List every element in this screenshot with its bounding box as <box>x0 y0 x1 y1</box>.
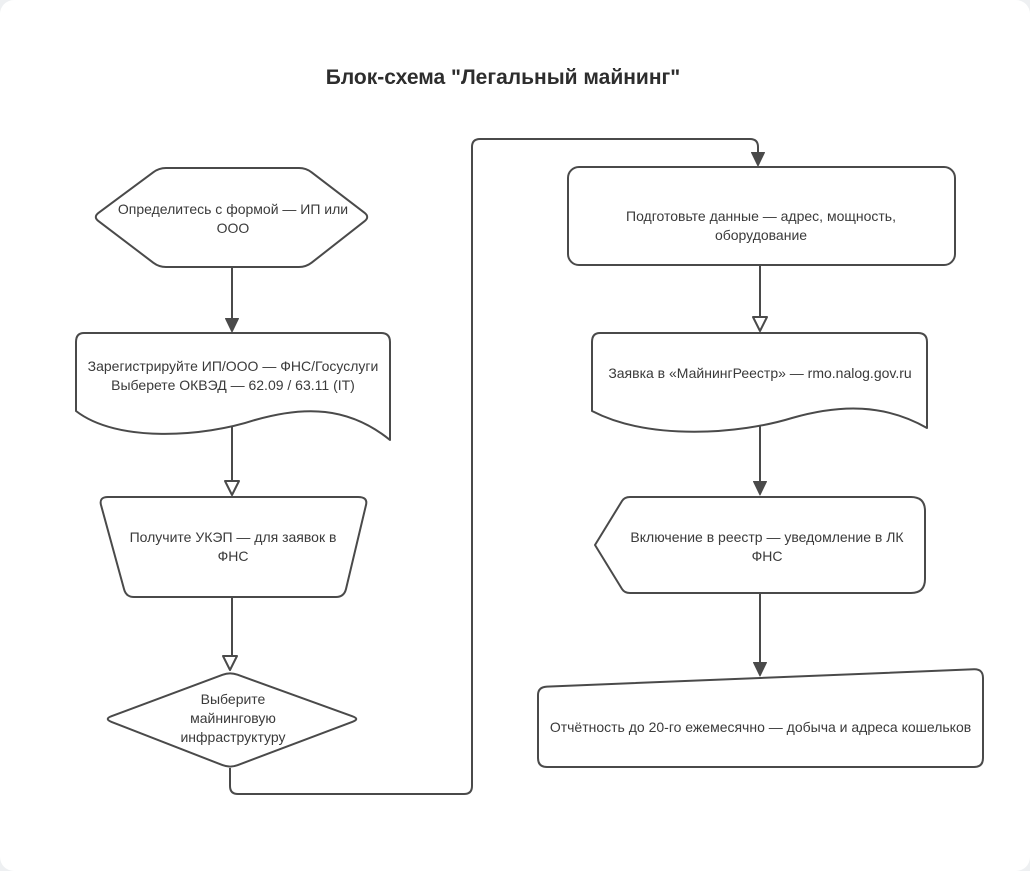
node-register-label: Зарегистрируйте ИП/ООО — ФНС/Госуслуги В… <box>87 358 379 393</box>
edge-infrastructure-prepare-data-line <box>229 138 759 795</box>
arrowhead-into-register-icon <box>225 318 239 333</box>
arrowhead-into-get-ukep-icon <box>224 480 240 496</box>
node-registry-inclusion-label: Включение в реестр — уведомление в ЛК ФН… <box>630 529 904 564</box>
node-registry-application-label: Заявка в «МайнингРеестр» — rmo.nalog.gov… <box>608 365 912 381</box>
node-choose-infrastructure-label: Выберите майнинговую инфраструктуру <box>180 691 286 745</box>
flowchart-nodes <box>75 166 984 768</box>
node-choose-infrastructure-shape <box>106 672 358 768</box>
flowchart-edges <box>229 138 761 795</box>
solid-arrowheads <box>225 152 767 677</box>
arrowhead-into-reporting-icon <box>753 662 767 677</box>
node-monthly-reporting-shape <box>537 668 984 768</box>
arrowhead-into-inclusion-icon <box>753 481 767 496</box>
arrowhead-into-application-icon <box>752 316 768 332</box>
page-title: Блок-схема "Легальный майнинг" <box>325 66 681 89</box>
node-get-ukep-label: Получите УКЭП — для заявок в ФНС <box>129 529 337 564</box>
node-prepare-data-label: Подготовьте данные — адрес, мощность, об… <box>626 208 896 243</box>
node-prepare-data-shape <box>567 166 956 266</box>
open-arrowheads <box>222 316 768 671</box>
arrowhead-into-prepare-data-icon <box>751 152 765 167</box>
node-get-ukep-shape <box>99 496 368 598</box>
node-registry-inclusion-shape <box>594 496 926 594</box>
node-registry-application-shape <box>591 332 928 433</box>
arrowhead-into-infrastructure-icon <box>222 655 238 671</box>
node-choose-form-label: Определитесь с формой — ИП или ООО <box>117 201 349 236</box>
node-register-shape <box>75 332 391 441</box>
node-choose-form-shape <box>94 167 369 268</box>
node-monthly-reporting-label: Отчётность до 20-го ежемесячно — добыча … <box>549 719 972 735</box>
